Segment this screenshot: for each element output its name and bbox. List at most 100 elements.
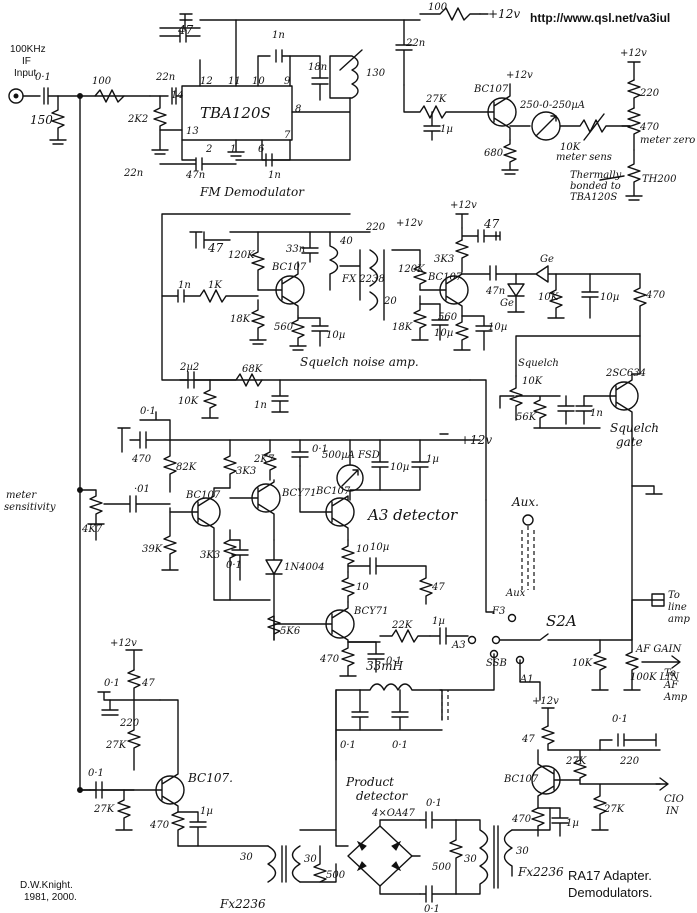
am-c1u-label: 1µ	[426, 454, 439, 465]
pd-r27k-label: 27K	[105, 740, 127, 751]
aux-jack	[522, 514, 534, 526]
switch-f3-label: F3	[491, 606, 505, 617]
sq-amp-label: Squelch noise amp.	[300, 355, 419, 369]
am-r5k6-label: 5K6	[280, 626, 301, 637]
sq-r120k-b-label: 120K	[398, 264, 425, 275]
squelch-gate-label-2: gate	[616, 435, 643, 449]
r2k2-label: 2K2	[127, 114, 148, 125]
sq-c2u2-label: 2µ2	[179, 362, 199, 373]
pd-r27k-b-label: 27K	[93, 804, 115, 815]
sq-c10u-b-label: 10µ	[600, 292, 619, 303]
input-connector	[8, 88, 24, 104]
pd-c220-b-label: 220	[619, 756, 640, 767]
am-r2k7-label: 2K7	[253, 454, 275, 465]
to-line-1: To	[668, 590, 680, 601]
to-line-2: line	[668, 602, 687, 613]
sq-c1n-b-label: 1n	[254, 400, 267, 411]
pd-t2-b-label: 30	[516, 846, 529, 857]
sq-r560-label: 560	[274, 322, 294, 333]
meter-cap-label: 1µ	[440, 124, 453, 135]
input-cap-label: 0·1	[35, 72, 51, 83]
sq-plus12-b-label: +12v	[450, 200, 477, 211]
pd-c220-label: 220	[119, 718, 140, 729]
am-r3k3-b-label: 3K3	[200, 550, 220, 561]
am-r39k-label: 39K	[142, 544, 163, 555]
mode-switch-block: F3 Aux. Aux 22K 1µ A3 SSB A1 S2A To line…	[347, 495, 690, 703]
squelch-gate-block: Squelch 10K 56K 1n 2SC634 Squelch gate	[499, 335, 663, 641]
c18n-label: 18n	[308, 62, 327, 73]
pd-plus12-label: +12v	[110, 638, 137, 649]
to-af-2: AF	[663, 680, 679, 691]
th200-label: TH200	[642, 174, 677, 185]
sq-r10k-b-label: 10K	[178, 396, 199, 407]
source-url[interactable]: http://www.qsl.net/va3iul	[530, 11, 670, 25]
sq-coil20-label: 20	[383, 296, 397, 307]
fm-demod-label: FM Demodulator	[199, 185, 305, 199]
pd-c01-label: 0·1	[104, 678, 120, 689]
pd-t1-a-label: 30	[240, 852, 253, 863]
switch-r22k-label: 22K	[391, 620, 413, 631]
switch-contact-f3	[491, 635, 501, 645]
sq-r120k-label: 120K	[228, 250, 255, 261]
am-c01e-label: 0·1	[386, 656, 402, 667]
input-freq-label: 100KHz	[10, 44, 46, 55]
meter-r220-label: 220	[639, 88, 660, 99]
pd-fx2-label: Fx2236	[517, 865, 564, 879]
pd-fx1-label: Fx2236	[219, 897, 266, 911]
am-r3k3-label: 3K3	[236, 466, 256, 477]
pin-7: 7	[284, 130, 291, 141]
fm-plus12-label: +12v	[488, 7, 520, 21]
aux-switch-label: Aux	[505, 588, 526, 599]
tba120s-label: TBA120S	[200, 104, 271, 122]
meter-range-label: 250-0-250µA	[519, 100, 585, 111]
pin-1: 1	[230, 144, 236, 155]
squelch-c1n-label: 1n	[590, 408, 603, 419]
cio-label-1: CIO	[664, 794, 684, 805]
am-c10u-b-label: 10µ	[370, 542, 389, 553]
af-gain-label: AF GAIN	[635, 644, 682, 655]
meter-sens-pot-label: 4K7	[81, 524, 103, 535]
meter-zero-label: meter zero	[640, 135, 695, 146]
sq-c10u-label: 10µ	[326, 330, 345, 341]
sq-plus12-label: +12v	[396, 218, 423, 229]
pd-c01g-label: 0·1	[612, 714, 628, 725]
author-credit: D.W.Knight.	[20, 880, 73, 891]
sq-r220-label: 220	[365, 222, 386, 233]
switch-ssb-label: SSB	[486, 658, 507, 669]
input-if-label: IF	[22, 56, 31, 67]
am-r10b-label: 10	[356, 582, 369, 593]
am-diode-label: 1N4004	[284, 562, 325, 573]
am-r470-label: 470	[319, 654, 340, 665]
squelch-gate-q-label: 2SC634	[605, 368, 646, 379]
product-detector-block: +12v 47 0·1 220 27K BC107. 0·1 27K 470 1…	[79, 638, 684, 913]
input-res150-label: 150	[30, 113, 53, 127]
sq-c1n-label: 1n	[178, 280, 191, 291]
to-af-1: To	[664, 668, 676, 679]
pd-q1-label: BC107.	[187, 771, 233, 785]
pd-c1u-label: 1µ	[200, 806, 213, 817]
input-input-label: Input	[14, 68, 36, 79]
am-c470-label: 470	[131, 454, 152, 465]
am-c01-label: 0·1	[140, 406, 156, 417]
credit-years: 1981, 2000.	[24, 892, 77, 903]
pin-13: 13	[186, 126, 199, 137]
pd-r47-b-label: 47	[521, 734, 535, 745]
am-c10u-label: 10µ	[390, 462, 409, 473]
fm-in-cap-label: 22n	[155, 72, 175, 83]
a3-detector-block: +12v 0·1 470 82K 3K3 2K7 0·1 500µA FSD 1…	[4, 406, 492, 677]
meter-r470-label: 470	[639, 122, 660, 133]
coil130-label: 130	[366, 68, 386, 79]
am-q1-label: BC107	[185, 490, 221, 501]
switch-s2a-label: S2A	[546, 612, 577, 630]
pd-r47-label: 47	[141, 678, 155, 689]
am-c01d-label: 0·1	[226, 560, 242, 571]
sq-coil40-label: 40	[339, 236, 353, 247]
pd-c01b-label: 0·1	[88, 768, 104, 779]
af-pot-label: 100K LIN	[630, 672, 680, 683]
sq-r10k-label: 10K	[538, 292, 559, 303]
pd-c1u-b-label: 1µ	[566, 818, 579, 829]
cio-label-2: IN	[665, 806, 680, 817]
am-q4-label: BCY71	[353, 606, 389, 617]
squelch-noise-amp-block: 47 120K 33n 40 220 +12v BC107 1n 1K 18K …	[161, 200, 666, 501]
am-q2-label: BCY71	[281, 488, 317, 499]
